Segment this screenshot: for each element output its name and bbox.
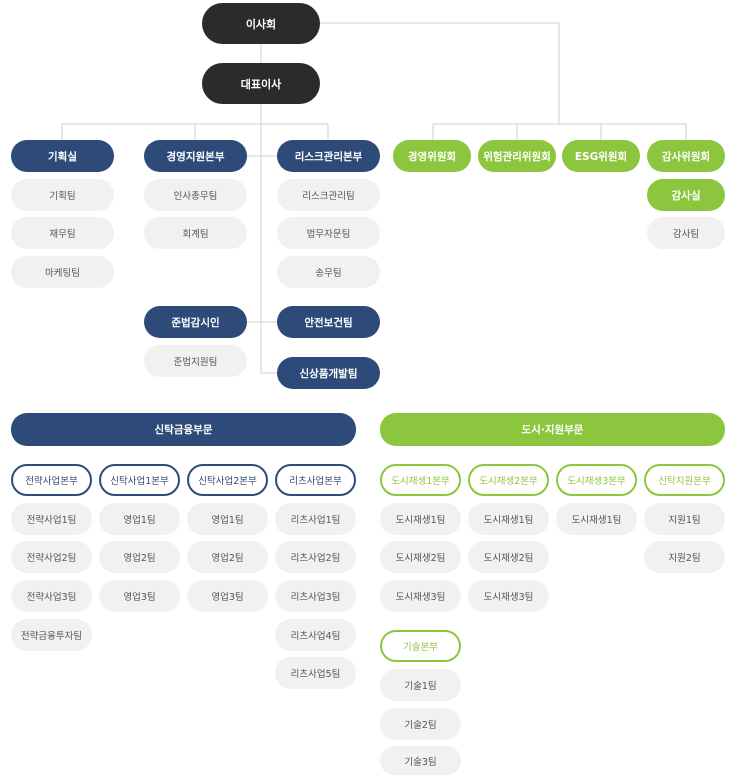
risk-management-hq: 리스크관리본부: [277, 140, 380, 172]
team-node: 리츠사업2팀: [275, 541, 356, 573]
committee-node: 경영위원회: [393, 140, 471, 172]
compliance-officer: 준법감시인: [144, 306, 247, 338]
audit-office: 감사실: [647, 179, 725, 211]
team-node: 회계팀: [144, 217, 247, 249]
team-node: 도시재생1팀: [468, 503, 549, 535]
committee-node: 감사위원회: [647, 140, 725, 172]
team-node: 기술3팀: [380, 746, 461, 775]
hq-node: 도시재생3본부: [556, 464, 637, 496]
new-product-team: 신상품개발팀: [277, 357, 380, 389]
team-node: 리스크관리팀: [277, 179, 380, 211]
team-node: 지원1팀: [644, 503, 725, 535]
team-node: 도시재생1팀: [556, 503, 637, 535]
team-node: 리츠사업1팀: [275, 503, 356, 535]
team-node: 기술2팀: [380, 708, 461, 740]
hq-node: 도시재생1본부: [380, 464, 461, 496]
team-node: 재무팀: [11, 217, 114, 249]
team-node: 기술1팀: [380, 669, 461, 701]
team-node: 도시재생2팀: [380, 541, 461, 573]
board-node: 이사회: [202, 3, 320, 44]
hq-node: 신탁사업2본부: [187, 464, 268, 496]
trust-finance-division: 신탁금융부문: [11, 413, 356, 446]
team-node: 영업1팀: [187, 503, 268, 535]
ceo-node: 대표이사: [202, 63, 320, 104]
team-node: 리츠사업3팀: [275, 580, 356, 612]
committee-node: 위험관리위원회: [478, 140, 556, 172]
team-node: 영업1팀: [99, 503, 180, 535]
hq-node: 신탁지원본부: [644, 464, 725, 496]
team-node: 마케팅팀: [11, 256, 114, 288]
team-node: 인사총무팀: [144, 179, 247, 211]
team-node: 영업3팀: [99, 580, 180, 612]
team-node: 영업2팀: [187, 541, 268, 573]
hq-node: 리츠사업본부: [275, 464, 356, 496]
team-node: 지원2팀: [644, 541, 725, 573]
management-support-hq: 경영지원본부: [144, 140, 247, 172]
team-node: 전략사업1팀: [11, 503, 92, 535]
team-node: 영업2팀: [99, 541, 180, 573]
hq-node: 신탁사업1본부: [99, 464, 180, 496]
team-node: 도시재생3팀: [468, 580, 549, 612]
planning-office: 기획실: [11, 140, 114, 172]
hq-node: 전략사업본부: [11, 464, 92, 496]
team-node: 영업3팀: [187, 580, 268, 612]
team-node: 도시재생2팀: [468, 541, 549, 573]
team-node: 리츠사업4팀: [275, 619, 356, 651]
team-node: 도시재생3팀: [380, 580, 461, 612]
team-node: 도시재생1팀: [380, 503, 461, 535]
hq-node: 도시재생2본부: [468, 464, 549, 496]
committee-node: ESG위원회: [562, 140, 640, 172]
tech-hq: 기술본부: [380, 630, 461, 662]
team-node: 기획팀: [11, 179, 114, 211]
team-node: 전략사업2팀: [11, 541, 92, 573]
team-node: 법무자문팀: [277, 217, 380, 249]
team-node: 전략사업3팀: [11, 580, 92, 612]
team-node: 감사팀: [647, 217, 725, 249]
team-node: 송무팀: [277, 256, 380, 288]
team-node: 리츠사업5팀: [275, 657, 356, 689]
team-node: 준법지원팀: [144, 345, 247, 377]
safety-health-team: 안전보건팀: [277, 306, 380, 338]
urban-support-division: 도시·지원부문: [380, 413, 725, 446]
team-node: 전략금융투자팀: [11, 619, 92, 651]
